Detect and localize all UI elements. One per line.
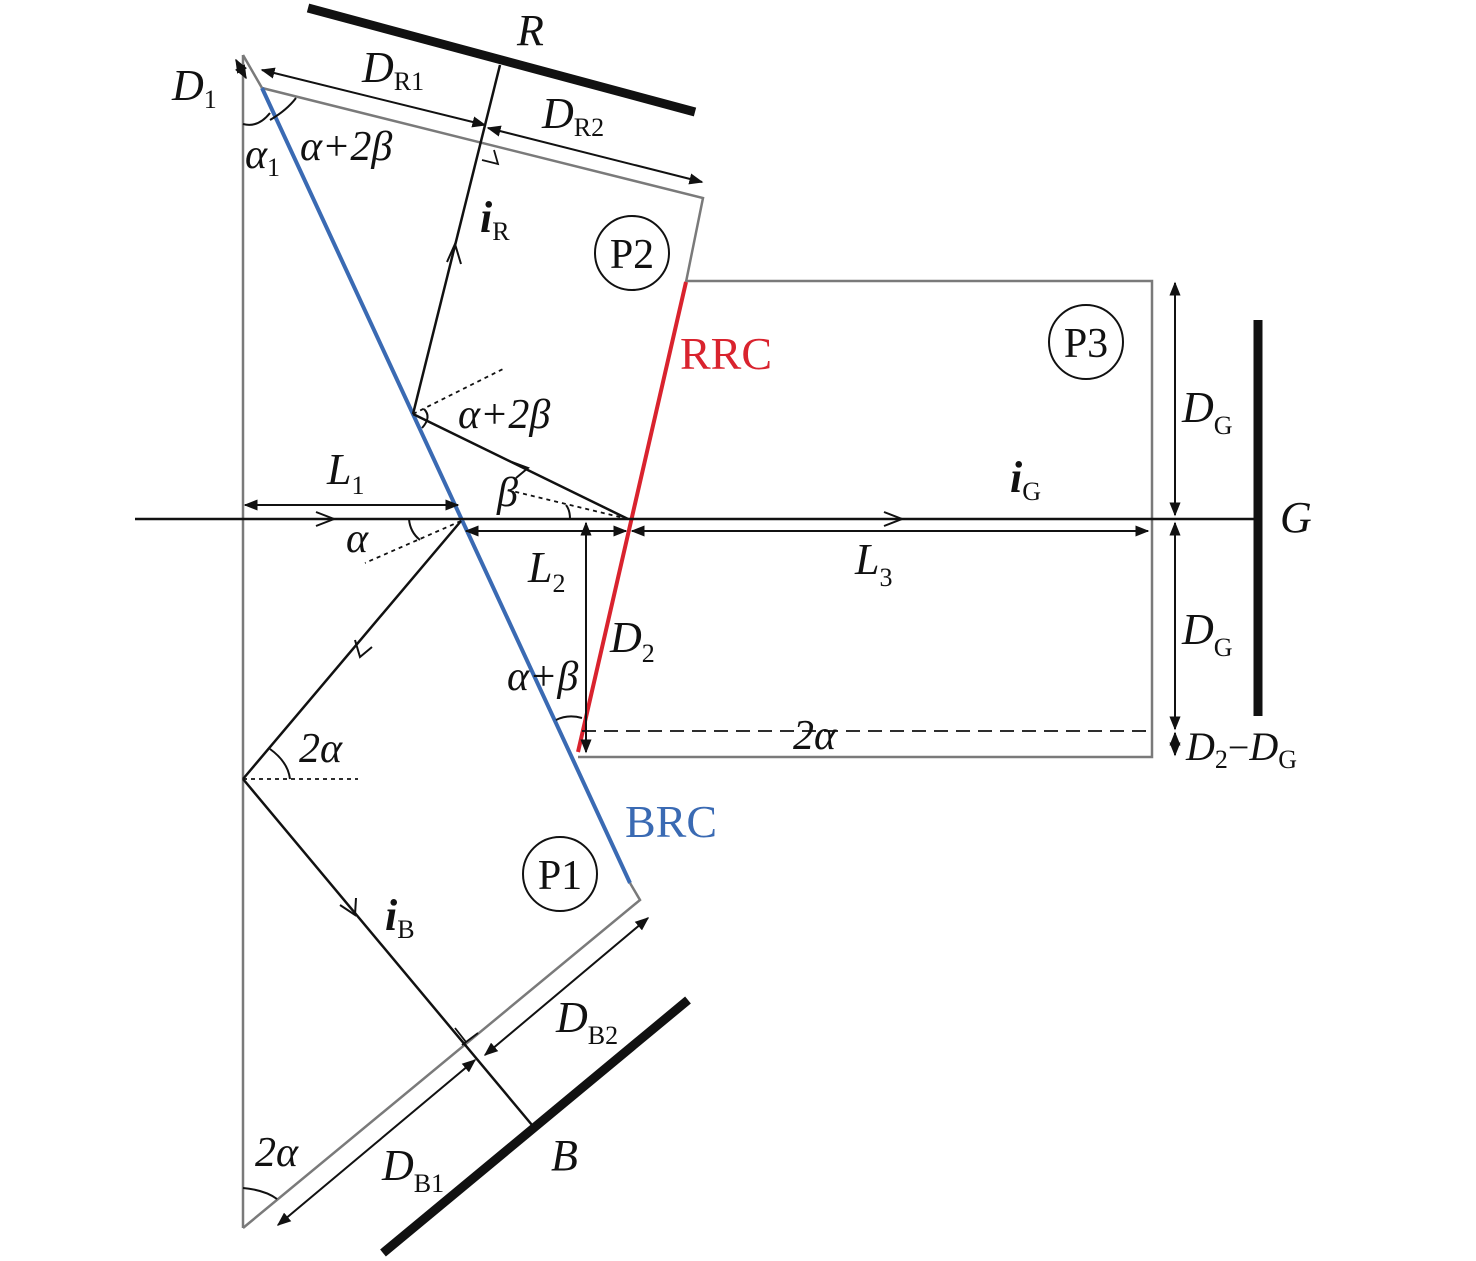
ray-blue-down bbox=[242, 520, 462, 780]
detector-b bbox=[380, 996, 691, 1257]
brc-label: BRC bbox=[625, 796, 717, 847]
beam-b-label: iB bbox=[385, 891, 415, 944]
dim-l3-label: L3 bbox=[854, 535, 892, 592]
dim-dr1-label: DR1 bbox=[361, 43, 424, 96]
ray-arrow-r bbox=[446, 241, 462, 265]
angle-alpha-2beta-mid-label: α+2β bbox=[458, 392, 550, 438]
detector-r-label: R bbox=[516, 6, 544, 55]
arc-alpha1 bbox=[242, 112, 271, 126]
prism-label-p1: P1 bbox=[538, 853, 582, 899]
prism-label-p1-circle bbox=[522, 836, 598, 912]
dim-d2-dg-label: D2−DG bbox=[1185, 724, 1297, 774]
angle-alpha-2beta-top-label: α+2β bbox=[300, 124, 392, 170]
prism-label-p2: P2 bbox=[610, 232, 654, 278]
dim-db1 bbox=[276, 1059, 477, 1226]
angle-two-alpha-mid-label: 2α bbox=[299, 726, 343, 772]
arc-beta bbox=[565, 504, 571, 520]
dim-d1 bbox=[234, 58, 248, 80]
dim-db1-label: DB1 bbox=[381, 1141, 444, 1198]
angle-alpha1-label: α1 bbox=[245, 132, 280, 182]
angle-beta-label: β bbox=[496, 470, 518, 516]
rrc-coating-line bbox=[576, 281, 688, 753]
dim-l1-label: L1 bbox=[326, 445, 364, 500]
dim-dg-top-label: DG bbox=[1181, 383, 1233, 440]
arc-alpha bbox=[408, 518, 421, 541]
prism-label-p3: P3 bbox=[1064, 321, 1108, 367]
arc-two-alpha-mid bbox=[269, 748, 291, 780]
ray-brc-to-rrc bbox=[412, 412, 629, 521]
beam-g-label: iG bbox=[1010, 453, 1041, 506]
prism-label-p3-circle bbox=[1048, 304, 1124, 380]
axis-arrow-1 bbox=[315, 511, 337, 527]
dim-dr2 bbox=[486, 125, 704, 185]
dimension-lines bbox=[234, 58, 1181, 1226]
ray-arrow-diag bbox=[511, 461, 530, 479]
brc-coating-line bbox=[260, 87, 632, 884]
prism-outlines bbox=[241, 54, 1154, 1229]
arc-alpha-beta bbox=[555, 715, 583, 721]
rays bbox=[242, 64, 629, 1126]
ray-arrow-b-out bbox=[339, 897, 357, 917]
prism-label-p2-circle bbox=[594, 215, 670, 291]
angle-alpha-beta-label: α+β bbox=[507, 654, 578, 700]
angle-two-alpha-bottom-label: 2α bbox=[255, 1130, 299, 1176]
normal-mid bbox=[412, 367, 506, 415]
ray-blue-reflected bbox=[242, 778, 533, 1126]
angle-alpha-label: α bbox=[346, 516, 369, 562]
beam-r-label: iR bbox=[480, 193, 510, 246]
dim-dr1 bbox=[260, 67, 487, 128]
ray-arrow-b-down bbox=[354, 639, 373, 659]
rrc-label: RRC bbox=[680, 328, 772, 379]
dim-d1-label: D1 bbox=[171, 61, 217, 114]
angle-two-alpha-dashed-label: 2α bbox=[793, 713, 837, 759]
prism-p2-top-tip bbox=[241, 54, 264, 89]
auxiliary-lines bbox=[243, 367, 1150, 780]
b-perp-line bbox=[461, 1041, 467, 1046]
normal-axis bbox=[364, 520, 462, 564]
prism-labels: P2 P3 P1 bbox=[522, 215, 1124, 912]
detector-r bbox=[306, 3, 697, 117]
arc-two-alpha-bottom bbox=[242, 1187, 278, 1200]
dim-d2-label: D2 bbox=[609, 613, 655, 668]
dim-db2-label: DB2 bbox=[555, 993, 618, 1050]
normal-rrc bbox=[507, 489, 629, 520]
right-angle-marker-r bbox=[481, 149, 500, 166]
dim-dg-bottom-label: DG bbox=[1181, 605, 1233, 662]
arc-alpha-2beta-mid bbox=[421, 408, 429, 429]
dim-db2 bbox=[483, 917, 650, 1056]
dim-l2-label: L2 bbox=[527, 543, 565, 598]
dim-dr2-label: DR2 bbox=[541, 89, 604, 142]
angle-arcs bbox=[242, 97, 583, 1200]
axis-arrow-2 bbox=[883, 511, 905, 527]
detector-g-label: G bbox=[1280, 493, 1312, 542]
detector-b-label: B bbox=[551, 1131, 578, 1180]
